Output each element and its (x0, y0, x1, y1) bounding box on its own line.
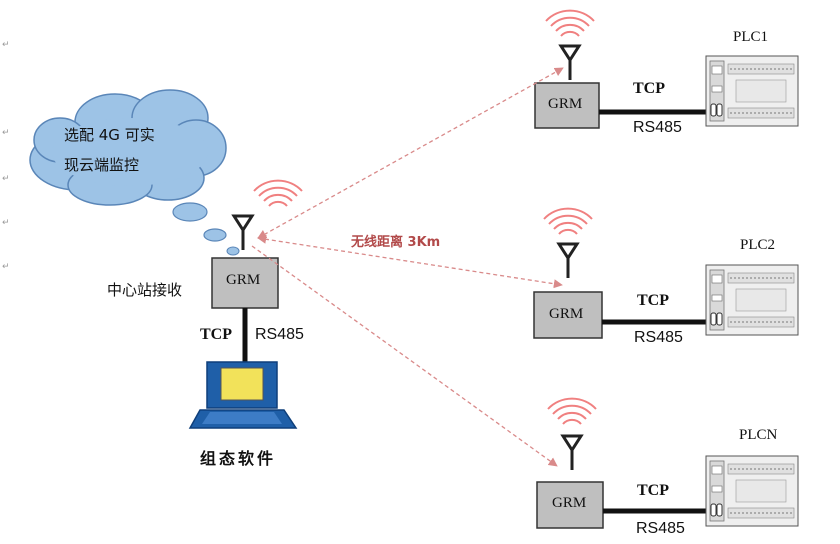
wifi-signal-icon (253, 179, 303, 207)
node2-rs485-label: RS485 (634, 329, 683, 346)
plc-device-icon (705, 264, 799, 336)
remote-node-2 (533, 207, 799, 339)
node1-grm-label: GRM (548, 96, 583, 112)
node3-tcp-label: TCP (637, 482, 669, 499)
plc-device-icon (705, 455, 799, 527)
node3-plc-label: PLCN (739, 427, 778, 443)
center-grm-label: GRM (226, 272, 261, 288)
node1-rs485-label: RS485 (633, 119, 682, 136)
cloud-text-line1: 选配 4G 可实 (64, 126, 155, 144)
paragraph-mark: ↵ (2, 262, 10, 272)
remote-node-3 (536, 397, 799, 529)
paragraph-mark: ↵ (2, 128, 10, 138)
laptop-icon (188, 361, 298, 429)
node2-grm-label: GRM (549, 306, 584, 322)
paragraph-mark: ↵ (2, 218, 10, 228)
center-receive-label: 中心站接收 (107, 281, 183, 299)
center-rs485-label: RS485 (255, 326, 304, 343)
cloud-bubble (29, 89, 240, 256)
node1-plc-label: PLC1 (733, 29, 769, 45)
plc-device-icon (705, 55, 799, 127)
software-label: 组态软件 (200, 449, 277, 468)
node3-grm-label: GRM (552, 495, 587, 511)
wireless-links (251, 67, 564, 467)
paragraph-mark: ↵ (2, 40, 10, 50)
cloud-text-line2: 现云端监控 (64, 156, 140, 174)
node3-rs485-label: RS485 (636, 520, 685, 537)
distance-label: 无线距离 3Km (351, 235, 441, 250)
node2-tcp-label: TCP (637, 292, 669, 309)
center-tcp-label: TCP (200, 326, 232, 343)
node2-plc-label: PLC2 (740, 237, 776, 253)
paragraph-mark: ↵ (2, 174, 10, 184)
node1-tcp-label: TCP (633, 80, 665, 97)
antenna-icon (232, 214, 254, 252)
